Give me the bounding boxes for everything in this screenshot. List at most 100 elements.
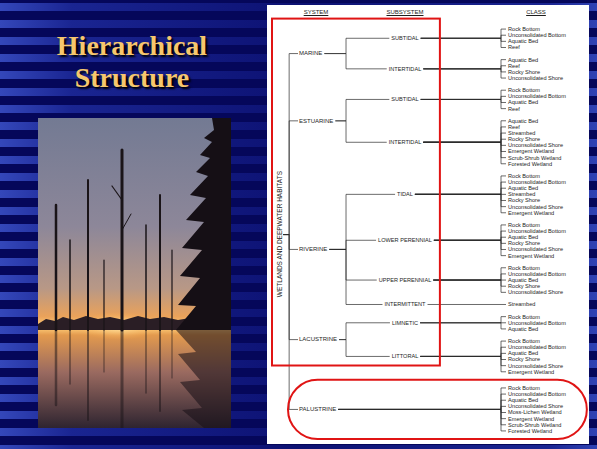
tree-connector: [338, 388, 506, 409]
tree-connector: [339, 340, 390, 357]
class-label: Rocky Shore: [506, 356, 541, 362]
tree-connector: [329, 249, 382, 304]
class-label: Reef: [506, 106, 521, 112]
tree-connector: [415, 194, 506, 200]
highlight-rectangle: [272, 19, 440, 366]
label-text: Emergent Wetland: [508, 369, 554, 375]
tree-connector: [423, 66, 506, 69]
class-label: Rocky Shore: [506, 283, 541, 289]
class-label: Unconsolidated Shore: [506, 204, 564, 210]
tree-connector: [433, 274, 506, 280]
label-text: Rock Bottom: [508, 338, 540, 344]
subsystem-label: INTERTIDAL: [387, 139, 424, 145]
tree-connector: [324, 54, 386, 69]
tree-connector: [338, 409, 506, 418]
tree-connector: [338, 409, 506, 412]
class-label: Aquatic Bed: [506, 57, 539, 63]
class-label: Aquatic Bed: [506, 277, 539, 283]
label-text: Unconsolidated Shore: [508, 204, 563, 210]
system-label: ESTUARINE: [298, 118, 335, 125]
label-text: Streambed: [508, 191, 535, 197]
system-label: LACUSTRINE: [298, 336, 339, 343]
system-label: PALUSTRINE: [298, 406, 338, 413]
label-text: LACUSTRINE: [299, 336, 337, 343]
label-text: Unconsolidated Bottom: [508, 320, 566, 326]
class-label: Emergent Wetland: [506, 210, 555, 216]
class-label: Emergent Wetland: [506, 148, 555, 154]
label-text: INTERTIDAL: [389, 66, 422, 72]
class-label: Unconsolidated Shore: [506, 289, 564, 295]
label-text: Aquatic Bed: [508, 38, 538, 44]
class-label: Moss-Lichen Wetland: [506, 409, 563, 415]
tree-connector: [415, 188, 506, 194]
tree-connector: [339, 323, 390, 340]
tree-connector: [423, 127, 506, 142]
class-label: Rock Bottom: [506, 265, 541, 271]
tree-connector: [423, 142, 506, 164]
label-text: Rock Bottom: [508, 314, 540, 320]
label-text: Reef: [508, 124, 520, 130]
tree-connector: [434, 240, 506, 255]
class-label: Rocky Shore: [506, 240, 541, 246]
tree-connector: [324, 38, 389, 53]
label-text: Rocky Shore: [508, 69, 540, 75]
subsystem-label: INTERMITTENT: [382, 301, 427, 307]
label-text: Aquatic Bed: [508, 277, 538, 283]
label-text: Unconsolidated Shore: [508, 363, 563, 369]
tree-connector: [421, 38, 506, 41]
tree-connector: [420, 317, 506, 323]
label-text: Streambed: [508, 301, 535, 307]
tree-connector: [423, 69, 506, 78]
tree-connector: [423, 142, 506, 151]
subsystem-label: LOWER PERENNIAL: [376, 237, 434, 243]
class-label: Aquatic Bed: [506, 185, 539, 191]
label-text: Aquatic Bed: [508, 234, 538, 240]
class-label: Aquatic Bed: [506, 350, 539, 356]
subsystem-label: LITTORAL: [390, 353, 421, 359]
tree-connector: [423, 133, 506, 142]
tree-connector: [421, 90, 506, 99]
tree-connector: [420, 347, 506, 356]
tree-connector: [338, 400, 506, 409]
class-label: Unconsolidated Bottom: [506, 391, 567, 397]
class-label: Unconsolidated Shore: [506, 75, 564, 81]
tree-connector: [420, 356, 506, 371]
label-text: Rock Bottom: [508, 87, 540, 93]
tree-connector: [434, 225, 506, 240]
label-text: Rocky Shore: [508, 283, 540, 289]
system-label: RIVERINE: [298, 246, 329, 253]
label-text: Rocky Shore: [508, 197, 540, 203]
label-text: Emergent Wetland: [508, 148, 554, 154]
class-label: Aquatic Bed: [506, 326, 539, 332]
tree-connector: [420, 356, 506, 359]
class-label: Emergent Wetland: [506, 369, 555, 375]
tree-connector: [433, 280, 506, 286]
label-text: Reef: [508, 106, 520, 112]
tree-connector: [421, 99, 506, 108]
label-text: Aquatic Bed: [508, 118, 538, 124]
class-label: Aquatic Bed: [506, 118, 539, 124]
class-label: Reef: [506, 44, 521, 50]
tree-connector: [338, 406, 506, 409]
label-text: Rock Bottom: [508, 265, 540, 271]
label-text: Unconsolidated Bottom: [508, 271, 566, 277]
tree-connector: [283, 235, 298, 340]
tree-connector: [423, 60, 506, 69]
label-text: TIDAL: [397, 191, 413, 197]
class-label: Emergent Wetland: [506, 416, 555, 422]
label-text: Rocky Shore: [508, 136, 540, 142]
subsystem-label: INTERTIDAL: [387, 66, 424, 72]
subsystem-label: TIDAL: [395, 191, 415, 197]
class-label: Unconsolidated Shore: [506, 246, 564, 252]
tree-connector: [283, 54, 298, 235]
label-text: Aquatic Bed: [508, 326, 538, 332]
label-text: WETLANDS AND DEEPWATER HABITATS: [276, 171, 283, 297]
label-text: Aquatic Bed: [508, 57, 538, 63]
highlight-ellipse: [288, 380, 587, 439]
class-label: Unconsolidated Bottom: [506, 93, 567, 99]
subsystem-label: LIMNETIC: [390, 320, 420, 326]
class-label: Unconsolidated Bottom: [506, 271, 567, 277]
slide-title: Hierarchical Structure: [42, 30, 222, 94]
subsystem-label: SUBTIDAL: [389, 35, 420, 41]
label-text: Emergent Wetland: [508, 416, 554, 422]
